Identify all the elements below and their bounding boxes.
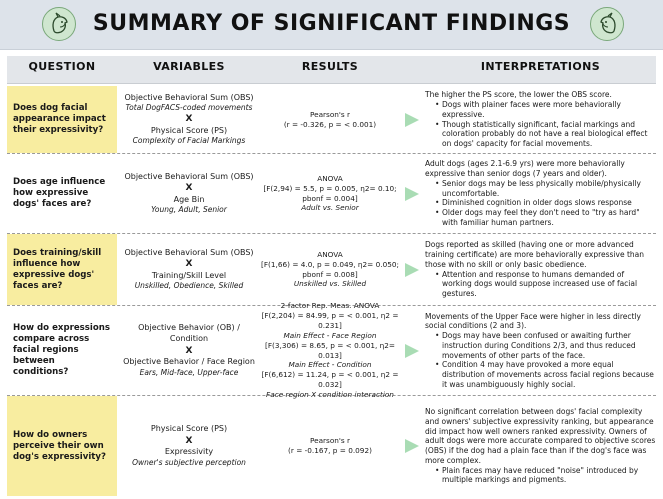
variable-primary: Objective Behavioral Sum (OBS) (124, 92, 254, 102)
variable-secondary: Expressivity (164, 447, 214, 456)
interpretation-bullet: Older dogs may feel they don't need to "… (435, 208, 656, 228)
column-header-interpretations: INTERPRETATIONS (480, 60, 601, 73)
interpretation-bullet: Senior dogs may be less physically mobil… (435, 179, 656, 199)
test-statistic: [F(2,94) = 5.5, p = 0.005, η2= 0.10; (263, 183, 397, 193)
question-cell: How do expressions compare across facial… (13, 323, 110, 377)
variable-primary: Objective Behavioral Sum (OBS) (124, 247, 254, 257)
interpretation-lead: Dogs reported as skilled (having one or … (425, 240, 645, 269)
test-name: ANOVA (317, 173, 343, 183)
interpretation-bullet: Dogs may have been confused or awaiting … (435, 331, 656, 360)
variables-cell: Objective Behavioral Sum (OBS) X Age Bin… (119, 154, 259, 233)
column-header-variables: VARIABLES (153, 60, 225, 73)
arrow-right-icon (405, 263, 419, 277)
cross-symbol: X (185, 435, 193, 446)
test-statistic: [F(6,612) = 11.24, p = < 0.001, η2 = 0.0… (261, 370, 399, 390)
column-header-results: RESULTS (301, 60, 359, 73)
cross-symbol: X (185, 183, 193, 194)
variable-note: Ears, Mid-face, Upper-face (139, 367, 239, 377)
cross-symbol: X (185, 114, 193, 125)
title-banner: SUMMARY OF SIGNIFICANT FINDINGS (0, 0, 663, 50)
dog-face-logo-icon (42, 7, 76, 41)
column-header-question: QUESTION (28, 60, 96, 73)
arrow-right-icon (405, 439, 419, 453)
arrow-right-icon (405, 187, 419, 201)
effect-label: Face region X condition interaction (266, 389, 394, 399)
variable-primary: Physical Score (PS) (150, 424, 228, 434)
test-name: Pearson's r (309, 109, 351, 119)
interpretation-bullet: Though statistically significant, facial… (435, 120, 656, 149)
test-name: ANOVA (317, 249, 343, 259)
variables-cell: Objective Behavioral Sum (OBS) Total Dog… (119, 86, 259, 153)
test-name: 2-factor Rep. Meas. ANOVA (280, 301, 380, 311)
variable-note: Unskilled, Obedience, Skilled (134, 281, 244, 291)
interpretation-lead: No significant correlation between dogs'… (425, 407, 656, 465)
variable-primary: Objective Behavior (OB) / Condition (138, 323, 240, 343)
variable-note: Owner's subjective perception (132, 457, 246, 467)
interpretation-bullet: Attention and response to humans demande… (435, 270, 656, 299)
results-cell: Pearson's r (r = -0.326, p = < 0.001) (259, 86, 401, 153)
finding-row: How do expressions compare across facial… (7, 301, 656, 399)
interpretation-bullet: Plain faces may have reduced "noise" int… (435, 466, 656, 486)
interpretation-cell: The higher the PS score, the lower the O… (425, 88, 656, 151)
finding-row: Does age influence how expressive dogs' … (7, 154, 656, 234)
question-cell: How do owners perceive their own dog's e… (7, 396, 117, 496)
variable-secondary: Physical Score (PS) (150, 125, 228, 135)
test-statistic: pbonf = 0.008] (302, 269, 358, 279)
variable-note: Total DogFACS-coded movements (125, 103, 253, 113)
results-cell: ANOVA [F(2,94) = 5.5, p = 0.005, η2= 0.1… (259, 154, 401, 233)
cross-symbol: X (185, 259, 193, 270)
question-cell: Does age influence how expressive dogs' … (13, 177, 106, 209)
test-statistic: (r = -0.167, p = 0.092) (288, 446, 372, 455)
arrow-right-icon (405, 113, 419, 127)
results-cell: Pearson's r (r = -0.167, p = 0.092) (259, 396, 401, 496)
test-statistic: (r = -0.326, p = < 0.001) (283, 119, 377, 129)
test-statistic: [F(3,306) = 8.65, p = < 0.001, η2= 0.013… (265, 340, 395, 360)
variable-secondary: Objective Behavior / Face Region (123, 356, 255, 366)
results-cell: ANOVA [F(1,66) = 4.0, p = 0.049, η2= 0.0… (259, 234, 401, 305)
interpretation-lead: Adult dogs (ages 2.1-6.9 yrs) were more … (425, 159, 625, 179)
dog-face-logo-icon (590, 7, 624, 41)
variable-secondary: Age Bin (173, 194, 205, 204)
interpretation-bullet: Diminished cognition in older dogs slows… (435, 198, 656, 208)
comparison-note: Unskilled vs. Skilled (293, 279, 367, 289)
interpretation-lead: The higher the PS score, the lower the O… (425, 90, 612, 100)
interpretation-bullet: Dogs with plainer faces were more behavi… (435, 100, 656, 120)
variable-primary: Objective Behavioral Sum (OBS) (124, 171, 254, 181)
interpretation-lead: Movements of the Upper Face were higher … (425, 311, 641, 331)
effect-label: Main Effect - Face Region (283, 330, 377, 340)
interpretation-cell: No significant correlation between dogs'… (425, 398, 656, 494)
finding-row: Does dog facial appearance impact their … (7, 86, 656, 154)
variables-cell: Physical Score (PS) X Expressivity Owner… (119, 396, 259, 496)
results-cell: 2-factor Rep. Meas. ANOVA [F(2,204) = 84… (259, 301, 401, 399)
test-statistic: pbonf = 0.004] (302, 193, 358, 203)
arrow-right-icon (405, 344, 419, 358)
variable-secondary: Training/Skill Level (151, 270, 227, 280)
test-name: Pearson's r (309, 436, 351, 446)
interpretation-bullet: Condition 4 may have provoked a more equ… (435, 360, 656, 389)
effect-label: Main Effect - Condition (288, 360, 372, 370)
question-cell: Does training/skill influence how expres… (7, 234, 117, 305)
interpretation-cell: Adult dogs (ages 2.1-6.9 yrs) were more … (425, 156, 656, 231)
test-statistic: [F(1,66) = 4.0, p = 0.049, η2= 0.050; (261, 259, 399, 269)
variable-note: Young, Adult, Senior (151, 205, 227, 215)
question-cell: Does dog facial appearance impact their … (7, 86, 117, 153)
test-statistic: [F(2,204) = 84.99, p = < 0.001, η2 = 0.2… (261, 311, 399, 330)
finding-row: Does training/skill influence how expres… (7, 234, 656, 306)
comparison-note: Adult vs. Senior (301, 203, 359, 213)
interpretation-cell: Movements of the Upper Face were higher … (425, 308, 656, 393)
finding-row: How do owners perceive their own dog's e… (7, 396, 656, 496)
page-title: SUMMARY OF SIGNIFICANT FINDINGS (92, 11, 571, 36)
variable-note: Complexity of Facial Markings (132, 136, 246, 146)
variables-cell: Objective Behavior (OB) / Condition X Ob… (119, 306, 259, 395)
interpretation-cell: Dogs reported as skilled (having one or … (425, 236, 656, 303)
column-header-bar (7, 56, 656, 84)
cross-symbol: X (185, 345, 193, 356)
variables-cell: Objective Behavioral Sum (OBS) X Trainin… (119, 234, 259, 305)
